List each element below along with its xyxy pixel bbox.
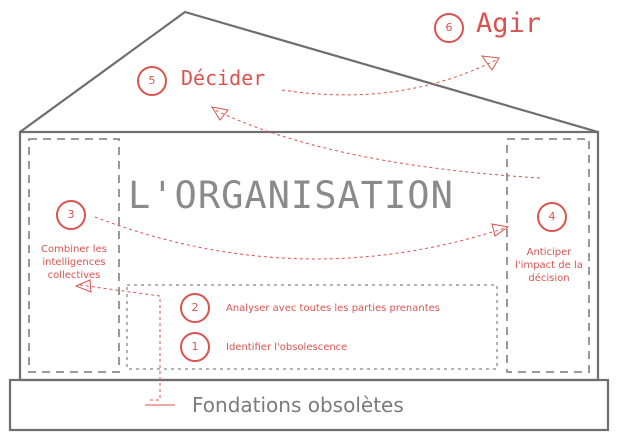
left-pillar xyxy=(28,138,120,373)
foundation-label: Fondations obsolètes xyxy=(192,393,404,417)
arrow-4-to-5 xyxy=(214,109,541,179)
base-box xyxy=(126,284,498,370)
step-4-label: Anticiper l'impact de la décision xyxy=(515,247,583,284)
organisation-title: L'ORGANISATION xyxy=(128,174,454,217)
foundation-block xyxy=(8,378,610,432)
step-3-number: 3 xyxy=(56,200,86,230)
foundation-connector xyxy=(79,284,161,401)
arrow-3-to-4-head xyxy=(491,223,510,237)
step-2-label: Analyser avec toutes les parties prenant… xyxy=(226,303,440,314)
foundation-connector-head xyxy=(74,279,92,293)
arrow-3-to-4 xyxy=(94,216,506,260)
step-1-number: 1 xyxy=(180,332,210,362)
right-pillar xyxy=(506,138,590,373)
step-5-label: Décider xyxy=(181,66,266,90)
roof xyxy=(19,10,599,134)
arrow-4-to-5-head xyxy=(210,106,229,121)
step-3-label: Combiner les intelligences collectives xyxy=(41,244,107,281)
step-5-number: 5 xyxy=(137,66,167,96)
arrow-5-to-6 xyxy=(281,59,497,96)
arrow-5-to-6-head xyxy=(480,55,500,71)
step-4-number: 4 xyxy=(537,202,567,232)
step-6-number: 6 xyxy=(434,13,464,43)
step-1-label: Identifier l'obsolescence xyxy=(226,342,348,353)
step-2-number: 2 xyxy=(180,293,210,323)
step-6-label: Agir xyxy=(476,8,542,39)
